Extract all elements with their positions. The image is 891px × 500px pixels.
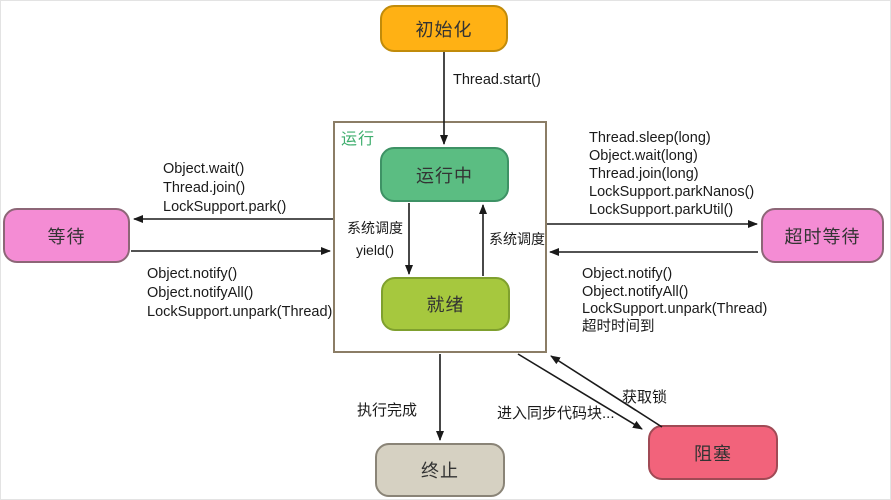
- to-timed-line: LockSupport.parkNanos(): [589, 184, 755, 200]
- node-waiting: 等待: [3, 208, 130, 263]
- to-waiting-line: LockSupport.park(): [163, 199, 287, 215]
- to-waiting-labels: Object.wait() Thread.join() LockSupport.…: [163, 160, 286, 217]
- node-init-label: 初始化: [415, 19, 473, 40]
- from-waiting-labels: Object.notify() Object.notifyAll() LockS…: [147, 265, 332, 322]
- complete-label: 执行完成: [357, 402, 418, 419]
- node-timed-waiting-label: 超时等待: [784, 226, 861, 247]
- node-running-label: 运行中: [416, 165, 473, 186]
- acquire-lock-label: 获取锁: [622, 389, 668, 406]
- run-group-box: [333, 121, 547, 353]
- yield-line: yield(): [355, 242, 395, 258]
- system-schedule-label: 系统调度: [489, 231, 545, 247]
- node-running: 运行中: [380, 147, 509, 202]
- node-blocked-label: 阻塞: [694, 443, 732, 464]
- from-timed-waiting-labels: Object.notify() Object.notifyAll() LockS…: [582, 266, 767, 336]
- node-timed-waiting: 超时等待: [761, 208, 884, 263]
- node-terminated-label: 终止: [421, 461, 459, 481]
- node-waiting-label: 等待: [47, 226, 86, 247]
- from-waiting-line: Object.notify(): [147, 266, 238, 282]
- node-blocked: 阻塞: [648, 425, 778, 480]
- enter-sync-label: 进入同步代码块...: [497, 405, 615, 422]
- to-waiting-line: Thread.join(): [163, 180, 246, 196]
- yield-label: 系统调度 yield(): [336, 217, 414, 261]
- node-init: 初始化: [380, 5, 508, 52]
- to-timed-line: Object.wait(long): [589, 148, 698, 164]
- run-group-label: 运行: [341, 131, 376, 148]
- to-waiting-line: Object.wait(): [163, 161, 245, 177]
- thread-start-label: Thread.start(): [453, 72, 541, 88]
- from-waiting-line: Object.notifyAll(): [147, 285, 254, 301]
- node-terminated: 终止: [375, 443, 505, 497]
- from-timed-line: 超时时间到: [582, 318, 655, 335]
- from-timed-line: Object.notify(): [582, 266, 673, 282]
- to-timed-line: Thread.sleep(long): [589, 130, 711, 146]
- node-ready-label: 就绪: [426, 295, 465, 315]
- to-timed-line: Thread.join(long): [589, 166, 699, 182]
- from-timed-line: LockSupport.unpark(Thread): [582, 301, 768, 317]
- from-waiting-line: LockSupport.unpark(Thread): [147, 304, 333, 320]
- to-timed-line: LockSupport.parkUtil(): [589, 202, 734, 218]
- from-timed-line: Object.notifyAll(): [582, 283, 689, 300]
- yield-line: 系统调度: [347, 220, 403, 236]
- node-ready: 就绪: [381, 277, 510, 331]
- to-timed-waiting-labels: Thread.sleep(long) Object.wait(long) Thr…: [589, 129, 754, 219]
